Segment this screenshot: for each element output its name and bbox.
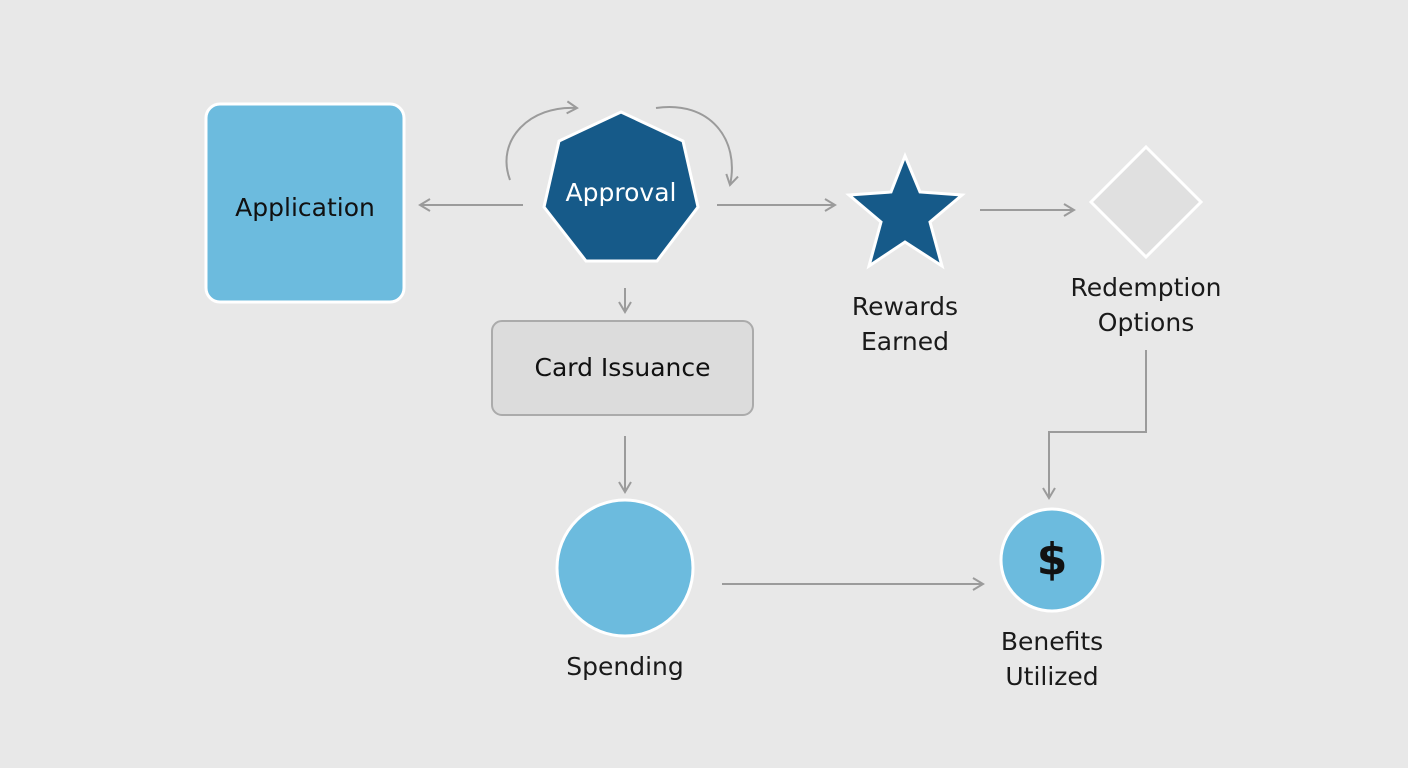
rewards-earned-line2: Earned [860,327,950,356]
spending-node[interactable] [555,498,695,638]
star-icon[interactable] [845,151,966,270]
approval-label: Approval [565,178,677,207]
diamond-icon[interactable] [1088,144,1204,260]
application-label: Application [235,193,375,222]
benefits-utilized-label: Benefits Utilized [962,624,1142,694]
benefits-utilized-line1: Benefits [1000,627,1104,656]
connectors [418,100,1147,591]
arrow-redemption-to-benefits [1042,350,1147,500]
benefits-utilized-node[interactable] [999,507,1105,613]
application-node[interactable] [204,102,406,304]
benefits-utilized-line2: Utilized [1005,662,1099,691]
redemption-options-line2: Options [1097,308,1195,337]
rewards-earned-label: Rewards Earned [825,289,985,359]
spending-label: Spending [566,652,684,681]
loop-arrow-right [655,105,739,187]
loop-arrow-left [505,100,579,181]
redemption-options-line1: Redemption [1070,273,1222,302]
card-issuance-label: Card Issuance [534,353,711,382]
dollar-sign-icon: $ [1036,534,1068,585]
approval-node[interactable] [542,110,700,263]
card-issuance-node[interactable] [491,320,754,416]
rewards-earned-line1: Rewards [851,292,959,321]
redemption-options-label: Redemption Options [1056,270,1236,340]
